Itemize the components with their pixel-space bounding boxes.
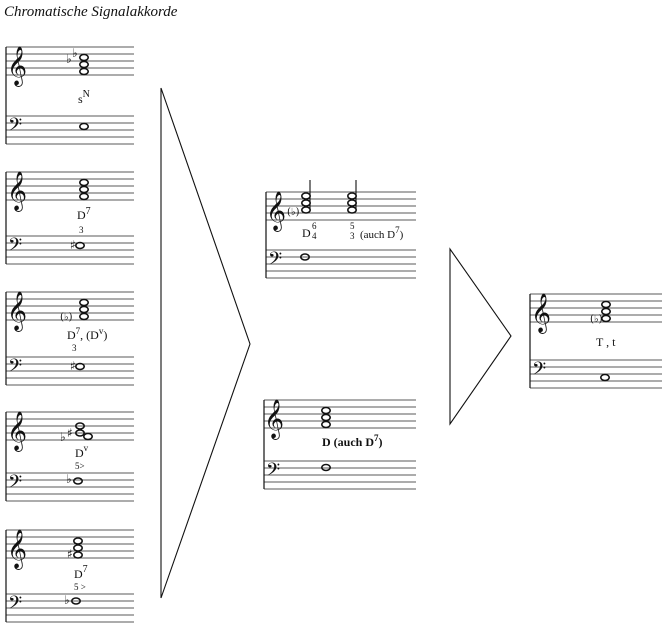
chord-label: T , t (596, 335, 616, 349)
flat-icon: (♭) (287, 207, 300, 218)
left-system-4: 𝄞 𝄢 ♭ ♯ ♭ Dv 5> (5, 411, 134, 502)
convergence-triangle-1 (160, 87, 251, 599)
figure-bottom-a: 4 (312, 231, 317, 241)
flat-icon: ♭ (66, 52, 72, 66)
flat-icon: ♭ (60, 430, 66, 444)
flat-icon: ♭ (66, 472, 72, 486)
chord-label: D7 (74, 564, 88, 581)
bass-clef-icon: 𝄢 (8, 593, 22, 618)
middle-top-system: 𝄞 𝄢 (♭) D 6 4 5 3 (auch D7) (265, 180, 416, 279)
sharp-icon: ♯ (70, 238, 76, 252)
chord-label: D7 (77, 206, 91, 222)
treble-clef-icon: 𝄞 (266, 191, 286, 232)
flat-icon: (♭) (60, 312, 73, 323)
bass-clef-icon: 𝄢 (8, 356, 22, 381)
right-system: 𝄞 𝄢 (♭) T , t (529, 293, 662, 389)
convergence-triangle-2 (449, 247, 512, 426)
treble-clef-icon: 𝄞 (7, 291, 27, 332)
sharp-icon: ♯ (70, 359, 76, 373)
left-system-2: 𝄞 𝄢 ♯ D7 3 (5, 171, 134, 265)
figure-bottom-b: 3 (350, 231, 355, 241)
figure-top-b: 5 (350, 221, 355, 231)
treble-clef-icon: 𝄞 (7, 411, 27, 452)
left-system-3: 𝄞 𝄢 (♭) ♯ D7, (Dv) 3 (5, 291, 134, 386)
bass-clef-icon: 𝄢 (8, 235, 22, 260)
treble-clef-icon: 𝄞 (531, 293, 551, 334)
flat-icon: (♭) (590, 314, 603, 325)
chord-label-a: D (302, 226, 311, 240)
bass-clef-icon: 𝄢 (532, 359, 546, 384)
left-system-5: 𝄞 𝄢 ♯ ♭ D7 5 > (5, 529, 134, 623)
chord-label: D7, (Dv) (67, 326, 107, 342)
chord-figure: 5> (75, 461, 85, 471)
treble-clef-icon: 𝄞 (7, 46, 27, 87)
sharp-icon: ♯ (67, 547, 73, 561)
bass-clef-icon: 𝄢 (8, 115, 22, 140)
chord-figure: 5 > (74, 582, 86, 592)
chord-label: Dv (75, 443, 89, 460)
bass-clef-icon: 𝄢 (266, 460, 280, 485)
treble-clef-icon: 𝄞 (7, 171, 27, 212)
left-system-1: 𝄞 𝄢 ♭ ♭ sN (5, 46, 134, 145)
chord-figure: 3 (79, 225, 84, 235)
figure-top-a: 6 (312, 221, 317, 231)
middle-bottom-system: 𝄞 𝄢 D (auch D7) (263, 399, 416, 490)
bass-clef-icon: 𝄢 (268, 249, 282, 274)
flat-icon: ♭ (64, 593, 70, 607)
chord-label: sN (78, 89, 90, 106)
chord-figure: 3 (72, 343, 77, 353)
chord-label-b: (auch D7) (360, 225, 404, 241)
bass-clef-icon: 𝄢 (8, 472, 22, 497)
treble-clef-icon: 𝄞 (7, 529, 27, 570)
flat-icon: ♭ (72, 46, 78, 60)
sharp-icon: ♯ (67, 426, 73, 440)
page-title: Chromatische Signalakkorde (4, 4, 178, 20)
chord-label: D (auch D7) (322, 433, 383, 449)
treble-clef-icon: 𝄞 (264, 399, 284, 440)
